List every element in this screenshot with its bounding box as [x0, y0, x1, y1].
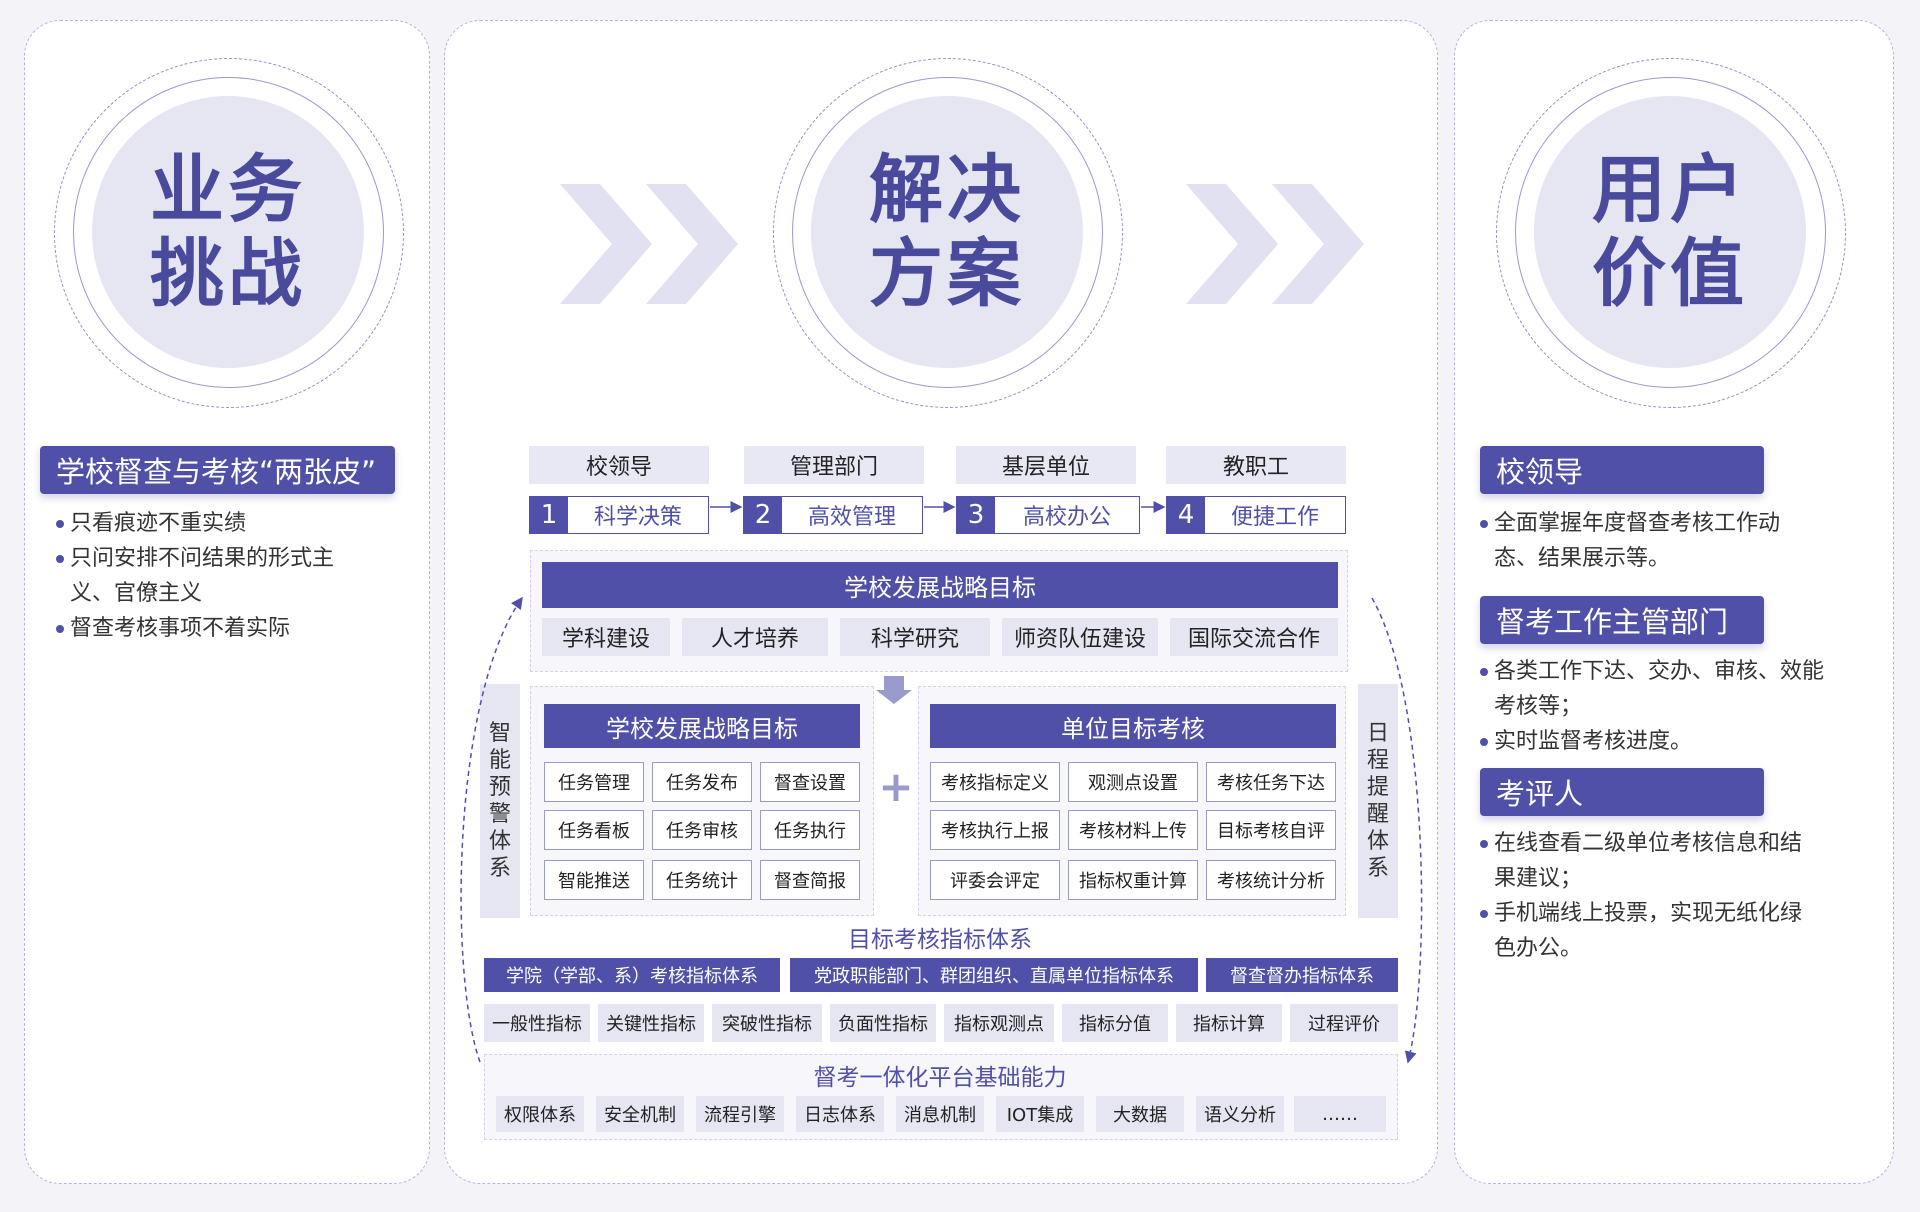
assessment-cell: 考核材料上传 — [1068, 810, 1198, 850]
index-item: 指标分值 — [1062, 1004, 1168, 1042]
assessment-cell: 考核指标定义 — [930, 762, 1060, 802]
strategy-item: 学科建设 — [542, 618, 670, 656]
platform-item: 权限体系 — [496, 1096, 584, 1132]
assessment-cell: 目标考核自评 — [1206, 810, 1336, 850]
assessment-cell: 考核统计分析 — [1206, 860, 1336, 900]
index-item: 一般性指标 — [484, 1004, 590, 1042]
list-item: 只问安排不问结果的形式主义、官僚主义 — [54, 541, 404, 611]
list-item: 督查考核事项不着实际 — [54, 611, 404, 646]
index-item: 突破性指标 — [712, 1004, 822, 1042]
index-system: 督查督办指标体系 — [1206, 958, 1398, 992]
index-item: 指标观测点 — [944, 1004, 1054, 1042]
task-cell: 任务管理 — [544, 762, 644, 802]
role-management-dept: 管理部门 — [744, 446, 924, 484]
chevron-right-icon — [560, 184, 738, 304]
business-challenge-title: 业务 挑战 — [150, 147, 306, 317]
user-value-circle: 用户 价值 — [1496, 58, 1846, 408]
supervisor-benefits: 各类工作下达、交办、审核、效能考核等； 实时监督考核进度。 — [1478, 654, 1878, 759]
platform-item: 流程引擎 — [696, 1096, 784, 1132]
platform-item: 消息机制 — [896, 1096, 984, 1132]
platform-title: 督考一体化平台基础能力 — [813, 1065, 1067, 1091]
strategy-item: 师资队伍建设 — [1002, 618, 1158, 656]
strategy-item: 人才培养 — [682, 618, 828, 656]
task-cell: 任务审核 — [652, 810, 752, 850]
role-school-leader: 校领导 — [529, 446, 709, 484]
chevron-right-icon — [1186, 184, 1364, 304]
strategy-item: 国际交流合作 — [1170, 618, 1338, 656]
strategy-item: 科学研究 — [840, 618, 990, 656]
platform-item: 语义分析 — [1196, 1096, 1284, 1132]
index-item: 关键性指标 — [598, 1004, 704, 1042]
role-grassroots-unit: 基层单位 — [956, 446, 1136, 484]
task-cell: 任务发布 — [652, 762, 752, 802]
solution-title: 解决 方案 — [869, 147, 1025, 317]
platform-item: 日志体系 — [796, 1096, 884, 1132]
assessment-cell: 考核任务下达 — [1206, 762, 1336, 802]
index-item: 指标计算 — [1176, 1004, 1282, 1042]
platform-item: 安全机制 — [596, 1096, 684, 1132]
business-challenge-circle: 业务 挑战 — [54, 58, 404, 408]
task-cell: 督查简报 — [760, 860, 860, 900]
step-1: 1 科学决策 — [529, 496, 709, 534]
task-cell: 督查设置 — [760, 762, 860, 802]
step-4: 4 便捷工作 — [1166, 496, 1346, 534]
platform-item: …… — [1294, 1096, 1386, 1132]
challenge-badge: 学校督查与考核“两张皮” — [40, 446, 395, 494]
solution-circle: 解决 方案 — [773, 58, 1123, 408]
assessment-cell: 观测点设置 — [1068, 762, 1198, 802]
index-system: 党政职能部门、群团组织、直属单位指标体系 — [790, 958, 1198, 992]
list-item: 在线查看二级单位考核信息和结果建议； — [1478, 826, 1878, 896]
list-item: 全面掌握年度督查考核工作动态、结果展示等。 — [1478, 506, 1878, 576]
assessment-cell: 评委会评定 — [930, 860, 1060, 900]
leader-benefits: 全面掌握年度督查考核工作动态、结果展示等。 — [1478, 506, 1878, 576]
block-title: 单位目标考核 — [930, 704, 1336, 748]
task-cell: 任务统计 — [652, 860, 752, 900]
index-item: 负面性指标 — [830, 1004, 936, 1042]
list-item: 各类工作下达、交办、审核、效能考核等； — [1478, 654, 1878, 724]
platform-item: 大数据 — [1096, 1096, 1184, 1132]
user-value-title: 用户 价值 — [1592, 147, 1748, 317]
assessment-cell: 指标权重计算 — [1068, 860, 1198, 900]
smart-warning-system: 智能预警体系 — [480, 684, 520, 918]
schedule-reminder-system: 日程提醒体系 — [1358, 684, 1398, 918]
index-item: 过程评价 — [1290, 1004, 1398, 1042]
assessment-cell: 考核执行上报 — [930, 810, 1060, 850]
list-item: 实时监督考核进度。 — [1478, 724, 1878, 759]
task-cell: 任务看板 — [544, 810, 644, 850]
section-badge-leader: 校领导 — [1480, 446, 1764, 494]
section-badge-evaluator: 考评人 — [1480, 768, 1764, 816]
evaluator-benefits: 在线查看二级单位考核信息和结果建议； 手机端线上投票，实现无纸化绿色办公。 — [1478, 826, 1878, 966]
list-item: 手机端线上投票，实现无纸化绿色办公。 — [1478, 896, 1878, 966]
strategy-title: 学校发展战略目标 — [542, 562, 1338, 608]
task-cell: 智能推送 — [544, 860, 644, 900]
step-2: 2 高效管理 — [743, 496, 923, 534]
task-cell: 任务执行 — [760, 810, 860, 850]
challenge-list: 只看痕迹不重实绩 只问安排不问结果的形式主义、官僚主义 督查考核事项不着实际 — [54, 506, 404, 646]
index-system: 学院（学部、系）考核指标体系 — [484, 958, 780, 992]
platform-item: IOT集成 — [996, 1096, 1084, 1132]
block-title: 学校发展战略目标 — [544, 704, 860, 748]
role-staff: 教职工 — [1166, 446, 1346, 484]
list-item: 只看痕迹不重实绩 — [54, 506, 404, 541]
index-system-title: 目标考核指标体系 — [848, 927, 1032, 953]
step-3: 3 高校办公 — [956, 496, 1140, 534]
plus-icon: + — [878, 762, 914, 811]
section-badge-supervisor: 督考工作主管部门 — [1480, 596, 1764, 644]
